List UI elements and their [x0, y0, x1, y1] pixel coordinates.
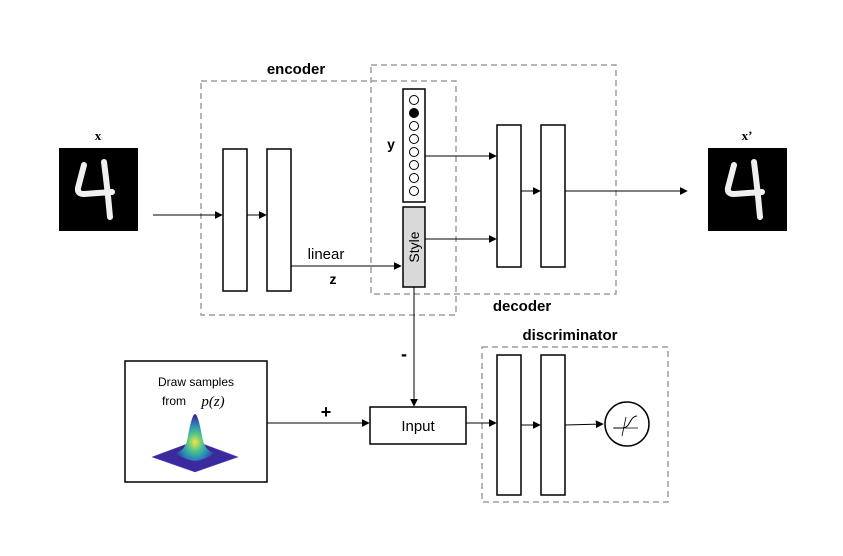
encoder-layer-1 — [222, 148, 248, 292]
onehot-unit-active — [409, 108, 419, 118]
prior-distribution-expression: p(z) — [200, 394, 224, 410]
decoder-layer-2 — [540, 124, 566, 268]
draw-samples-label: Draw samples — [158, 375, 234, 389]
onehot-unit — [409, 95, 419, 105]
decoder-group-box — [370, 64, 617, 295]
discriminator-layer-2 — [540, 354, 566, 496]
input-box-label: Input — [401, 418, 435, 435]
encoder-title: encoder — [267, 61, 326, 78]
plus-label: + — [321, 402, 332, 422]
onehot-unit — [409, 173, 419, 183]
sigmoid-output-node — [604, 401, 650, 447]
y-onehot-vector — [402, 88, 426, 203]
draw-samples-from-label: from — [162, 394, 186, 408]
y-onehot-units — [409, 95, 419, 196]
discriminator-title: discriminator — [522, 327, 617, 344]
output-image-label: x’ — [742, 128, 753, 143]
onehot-unit — [409, 160, 419, 170]
arrow-disc-to-sigmoid — [564, 420, 604, 429]
minus-label: - — [401, 344, 407, 364]
z-label: z — [330, 271, 337, 287]
output-digit-image — [708, 148, 787, 231]
encoder-group-box — [200, 80, 457, 316]
onehot-unit — [409, 134, 419, 144]
onehot-unit — [409, 186, 419, 196]
style-label: Style — [406, 231, 422, 262]
y-label: y — [387, 136, 395, 152]
linear-label: linear — [308, 246, 345, 263]
discriminator-layer-1 — [496, 354, 522, 496]
gaussian-surface-plot — [151, 414, 239, 473]
discriminator-input-box — [369, 406, 467, 445]
onehot-unit — [409, 121, 419, 131]
onehot-unit — [409, 147, 419, 157]
input-digit-image — [59, 148, 138, 231]
decoder-layer-1 — [496, 124, 522, 268]
sigmoid-icon-vaxis — [621, 416, 627, 437]
discriminator-group-box — [481, 346, 669, 503]
decoder-title: decoder — [493, 298, 552, 315]
encoder-layer-2 — [266, 148, 292, 292]
input-image-label: x — [95, 128, 102, 143]
